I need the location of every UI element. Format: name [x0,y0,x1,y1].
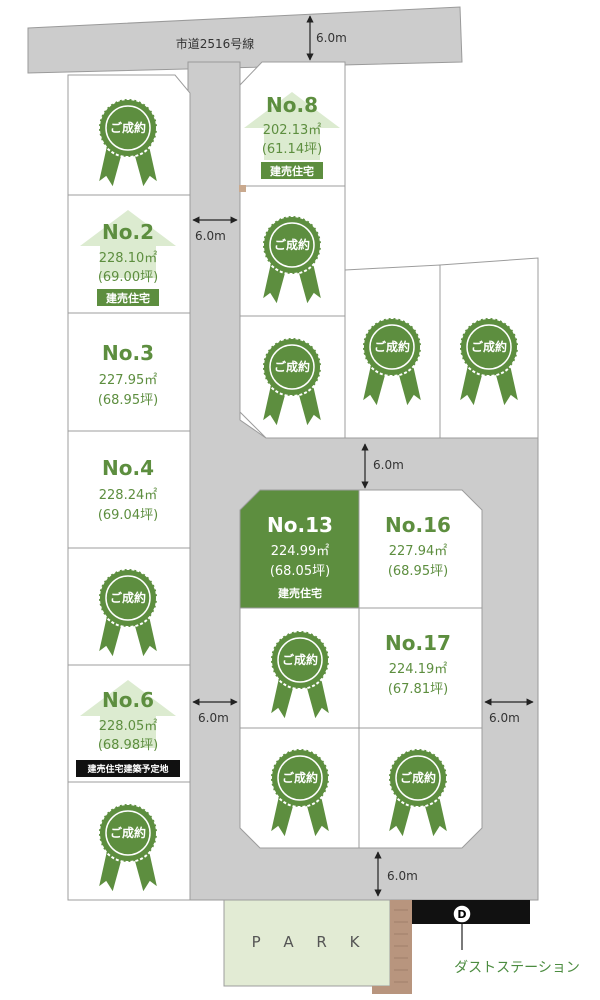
badge-label: 建売住宅 [270,164,314,178]
lot-area-sqm: 228.05㎡ [99,719,158,734]
width-label-5: 6.0m [387,869,418,883]
seal-label: ご成約 [471,339,507,354]
lot-area-tsubo: (69.04坪) [98,508,158,523]
seal-label: ご成約 [282,652,318,667]
city-road-label: 市道2516号線 [176,36,255,51]
lot-area-tsubo: (67.81坪) [388,682,448,697]
dust-station-marker-letter: D [457,908,466,921]
lot-number: No.2 [102,220,154,244]
width-label-4: 6.0m [489,711,520,725]
seal-label: ご成約 [110,825,146,840]
sold-seal-left-7: ご成約 [97,803,159,894]
lot-no4-label: No.4 228.24㎡ (69.04坪) [98,456,158,523]
badge [261,162,323,179]
lot-no6-label: No.6 228.05㎡ (68.98坪) 建売住宅建築予定地 [76,680,180,777]
lot-number: No.16 [385,513,451,537]
sold-seal-block-e: ご成約 [269,748,331,839]
lot-number: No.13 [267,513,333,537]
lot-no13-label: No.13 224.99㎡ (68.05坪) 建売住宅 [267,513,333,600]
width-label-1: 6.0m [195,229,226,243]
lot-number: No.3 [102,341,154,365]
badge [97,289,159,306]
sold-seal-right-b: ご成約 [458,317,520,408]
city-road-width-label: 6.0m [316,31,347,45]
lot-area-tsubo: (68.98坪) [98,738,158,753]
corner-marker [239,185,246,192]
lot-no16-label: No.16 227.94㎡ (68.95坪) [385,513,451,579]
sold-seal-top-left: ご成約 [97,98,159,189]
house-arrow-shape [80,210,176,278]
lot-area-sqm: 227.94㎡ [389,544,448,559]
lot-no3-label: No.3 227.95㎡ (68.95坪) [98,341,158,408]
lot-area-sqm: 228.10㎡ [99,251,158,266]
width-label-3: 6.0m [198,711,229,725]
seal-label: ご成約 [274,237,310,252]
lot-no4[interactable] [67,430,191,549]
city-road [27,6,463,74]
lot-area-sqm: 224.19㎡ [389,662,448,677]
badge-label: 建売住宅 [278,586,322,600]
brick-path [372,900,412,994]
badge [76,760,180,777]
lot-area-tsubo: (68.95坪) [388,564,448,579]
sold-seal-right-a: ご成約 [361,317,423,408]
sold-seal-mid-lower: ご成約 [261,337,323,428]
seal-label: ご成約 [274,359,310,374]
badge-label: 建売住宅 [106,291,150,305]
lot-area-tsubo: (68.05坪) [270,564,330,579]
park-area[interactable] [223,899,391,987]
lot-number: No.4 [102,456,154,480]
seal-label: ご成約 [110,120,146,135]
seal-label: ご成約 [374,339,410,354]
lot-no17-label: No.17 224.19㎡ (67.81坪) [385,631,451,697]
house-arrow-shape [80,680,176,748]
lot-no8-label: No.8 202.13㎡ (61.14坪) 建売住宅 [244,92,340,179]
seal-label: ご成約 [400,770,436,785]
sold-seal-block-f: ご成約 [387,748,449,839]
lot-area-tsubo: (69.00坪) [98,270,158,285]
lot-area-sqm: 227.95㎡ [99,373,158,388]
lot-no16[interactable] [358,489,483,609]
sold-seal-mid-upper: ご成約 [261,215,323,306]
lot-area-sqm: 228.24㎡ [99,488,158,503]
lot-no3[interactable] [67,312,191,432]
lot-area-tsubo: (61.14坪) [262,142,322,157]
width-label-2: 6.0m [373,458,404,472]
seal-label: ご成約 [282,770,318,785]
sold-seal-left-5: ご成約 [97,568,159,659]
park-label: P A R K [252,933,369,951]
seal-label: ご成約 [110,590,146,605]
badge-label: 建売住宅建築予定地 [87,763,168,775]
house-arrow-shape [244,92,340,160]
lot-area-tsubo: (68.95坪) [98,393,158,408]
lot-no17[interactable] [358,607,483,729]
lot-area-sqm: 202.13㎡ [263,123,322,138]
lot-area-sqm: 224.99㎡ [271,544,330,559]
sold-seal-block-c: ご成約 [269,630,331,721]
lot-number: No.17 [385,631,451,655]
dust-station-label: ダストステーション [454,960,580,976]
dust-station-marker [452,904,472,924]
lot-number: No.6 [102,688,154,712]
lot-no2-label: No.2 228.10㎡ (69.00坪) 建売住宅 [80,210,176,306]
lot-number: No.8 [266,93,318,117]
brick-path-lines [394,909,408,983]
